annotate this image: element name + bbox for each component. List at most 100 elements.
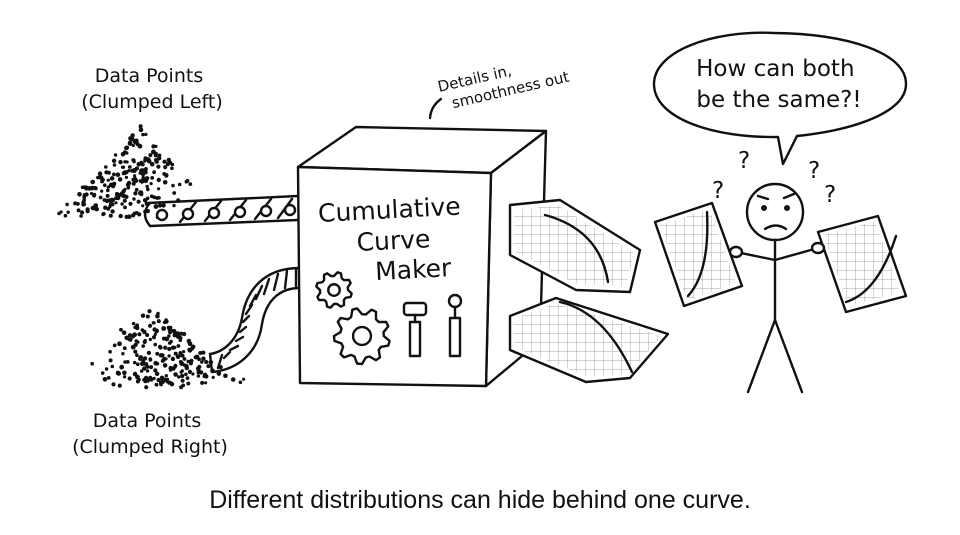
data-dot xyxy=(80,185,85,190)
data-dot xyxy=(65,202,69,207)
data-dot xyxy=(109,176,115,181)
data-dot xyxy=(106,188,110,193)
question-mark: ? xyxy=(712,178,724,204)
data-dot xyxy=(218,365,223,370)
data-dot xyxy=(153,360,158,366)
data-dot xyxy=(167,381,171,385)
data-dot xyxy=(111,158,117,163)
data-dot xyxy=(208,359,214,365)
pin-tool-icon xyxy=(447,293,463,358)
data-dot xyxy=(108,358,113,363)
confused-stick-figure xyxy=(734,182,820,394)
data-dot xyxy=(120,202,124,206)
data-dot xyxy=(184,365,189,371)
data-dot xyxy=(123,205,127,210)
data-dot xyxy=(106,185,111,189)
data-dot xyxy=(139,369,144,373)
data-dot xyxy=(172,203,176,208)
data-dot xyxy=(126,186,131,190)
data-dot xyxy=(136,162,142,167)
data-dot xyxy=(138,190,144,196)
data-dot xyxy=(106,376,111,380)
data-dot xyxy=(173,365,177,369)
data-dot xyxy=(160,353,165,358)
data-dot xyxy=(187,369,192,374)
data-dot xyxy=(148,323,153,328)
data-dot xyxy=(193,355,198,360)
data-dot xyxy=(89,191,94,196)
data-dot xyxy=(108,205,112,209)
output-sheet-top xyxy=(508,198,642,294)
data-dot xyxy=(114,191,120,197)
data-dot xyxy=(144,167,148,171)
data-dot xyxy=(142,366,147,371)
top-source-label: Data Points (Clumped Left) xyxy=(81,65,223,113)
data-dot xyxy=(132,371,138,377)
data-dot xyxy=(134,166,139,171)
data-dot xyxy=(89,185,95,191)
data-dot xyxy=(132,332,138,338)
data-dot xyxy=(93,186,98,191)
data-dot xyxy=(126,214,132,219)
data-dot xyxy=(167,354,171,358)
data-dot xyxy=(124,335,129,341)
data-dot xyxy=(171,183,175,188)
data-dot xyxy=(188,361,193,366)
data-dot xyxy=(188,347,193,352)
speech-text: How can both be the same?! xyxy=(696,56,862,113)
data-dot xyxy=(173,351,178,356)
data-dot xyxy=(191,372,195,376)
data-dot xyxy=(148,337,152,342)
data-dot xyxy=(121,193,127,199)
data-dot xyxy=(108,213,113,218)
data-dot xyxy=(176,344,181,348)
data-dot xyxy=(201,350,206,355)
data-dot xyxy=(76,208,81,213)
flex-hose xyxy=(208,266,302,374)
data-dot xyxy=(128,201,133,206)
data-dot xyxy=(127,169,131,173)
data-dot xyxy=(160,377,165,382)
data-dot xyxy=(133,349,138,354)
data-dot xyxy=(117,383,122,388)
data-dot xyxy=(200,380,205,385)
data-dot xyxy=(135,375,139,380)
data-dot xyxy=(186,338,192,344)
data-dot xyxy=(121,189,126,194)
data-dot xyxy=(162,363,168,368)
data-dot xyxy=(149,161,155,167)
bottom-source-label: Data Points (Clumped Right) xyxy=(72,410,228,458)
data-dot xyxy=(180,353,185,358)
data-dot xyxy=(114,201,118,205)
data-dot xyxy=(153,368,158,373)
data-dot xyxy=(154,371,160,377)
data-dot xyxy=(97,171,103,176)
data-dot xyxy=(177,375,181,379)
data-dot xyxy=(152,170,157,175)
data-dot xyxy=(100,371,105,375)
data-dot xyxy=(141,204,145,208)
data-dot xyxy=(145,333,150,337)
large-gear-icon xyxy=(332,307,391,366)
data-dot xyxy=(170,356,176,362)
data-dot xyxy=(107,170,111,175)
data-dot xyxy=(204,374,209,379)
data-dot xyxy=(131,177,136,182)
question-mark: ? xyxy=(824,182,836,208)
data-dot xyxy=(106,178,110,182)
data-dot xyxy=(156,319,161,324)
data-dot xyxy=(242,377,246,381)
data-dot xyxy=(140,178,145,184)
data-dot xyxy=(141,344,145,348)
data-dot xyxy=(166,157,171,163)
data-dot xyxy=(144,176,150,181)
data-dot xyxy=(162,159,167,164)
data-dot xyxy=(173,372,178,377)
data-dot xyxy=(136,362,140,367)
annotation-pointer xyxy=(428,97,443,120)
data-dot xyxy=(223,373,228,379)
data-dot xyxy=(146,158,152,164)
data-dot xyxy=(109,183,113,187)
data-dot xyxy=(182,350,186,354)
data-dot xyxy=(167,334,171,338)
